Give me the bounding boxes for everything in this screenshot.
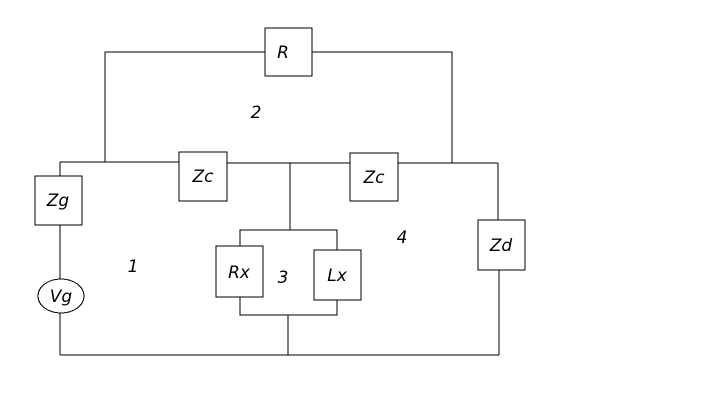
- component-lx-label: Lx: [327, 266, 347, 286]
- component-zg: Zg: [34, 175, 83, 226]
- component-zc-left-label: Zc: [192, 167, 215, 187]
- component-r: R: [264, 27, 313, 77]
- component-rx: Rx: [215, 245, 264, 298]
- component-zc-right: Zc: [349, 152, 399, 202]
- loop-4-label: 4: [397, 228, 408, 248]
- component-rx-label: Rx: [228, 263, 251, 283]
- component-lx: Lx: [313, 249, 362, 301]
- component-vg: Vg: [37, 278, 85, 314]
- wire-top-bridge: [104, 51, 265, 162]
- wire-top-bridge-right: [312, 51, 453, 163]
- component-zd-label: Zd: [489, 236, 513, 256]
- loop-3-label: 3: [278, 268, 289, 288]
- wires: [59, 51, 500, 356]
- wire-parallel-top: [239, 229, 338, 250]
- loop-2-label: 2: [251, 103, 262, 123]
- component-vg-label: Vg: [50, 287, 73, 307]
- component-zd: Zd: [477, 219, 526, 271]
- component-zc-left: Zc: [178, 151, 228, 202]
- component-zc-right-label: Zc: [363, 168, 386, 188]
- component-zg-label: Zg: [46, 191, 70, 211]
- loop-1-label: 1: [128, 257, 139, 277]
- component-r-label: R: [277, 43, 289, 63]
